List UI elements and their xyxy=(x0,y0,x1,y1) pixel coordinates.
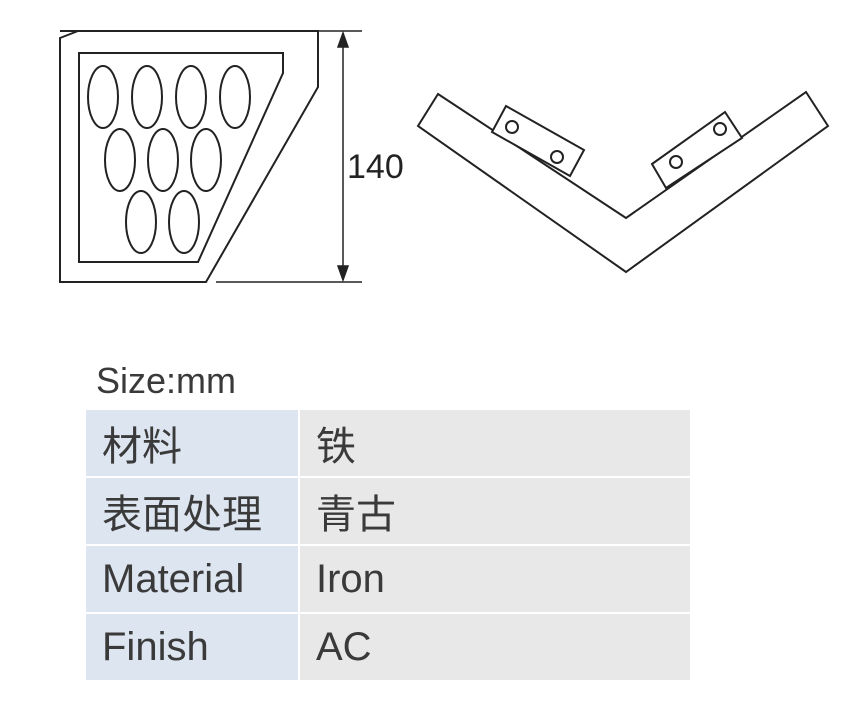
bracket-inner-outline xyxy=(78,52,284,263)
dimension-line xyxy=(216,30,362,283)
spec-value: 青古 xyxy=(299,477,690,546)
spec-key: Material xyxy=(86,545,300,614)
bracket-top-view xyxy=(416,90,830,274)
bracket-outer-outline xyxy=(59,30,319,283)
table-row: 表面处理 青古 xyxy=(86,477,690,546)
dimension-value: 140 xyxy=(347,148,404,186)
tab-hole xyxy=(550,150,564,164)
tab-hole xyxy=(669,155,683,169)
dimension-arrow-top xyxy=(336,30,350,48)
tab-hole xyxy=(505,120,519,134)
technical-drawing: 140 xyxy=(59,30,830,283)
spec-table: 材料 铁 表面处理 青古 Material Iron Finish AC xyxy=(86,410,690,680)
dimension-arrow-bottom xyxy=(336,265,350,283)
hole-pattern xyxy=(87,65,251,254)
spec-value: Iron xyxy=(299,545,690,614)
spec-key: Finish xyxy=(86,613,300,680)
spec-value: AC xyxy=(299,613,690,680)
spec-value: 铁 xyxy=(299,410,690,478)
size-unit-label: Size:mm xyxy=(96,360,237,401)
bracket-top-outline xyxy=(416,90,830,274)
table-row: Finish AC xyxy=(86,613,690,680)
tab-hole xyxy=(713,122,727,136)
bracket-front-view xyxy=(59,30,319,283)
spec-key: 材料 xyxy=(86,410,300,478)
table-row: 材料 铁 xyxy=(86,410,690,478)
table-row: Material Iron xyxy=(86,545,690,614)
spec-key: 表面处理 xyxy=(86,477,300,546)
